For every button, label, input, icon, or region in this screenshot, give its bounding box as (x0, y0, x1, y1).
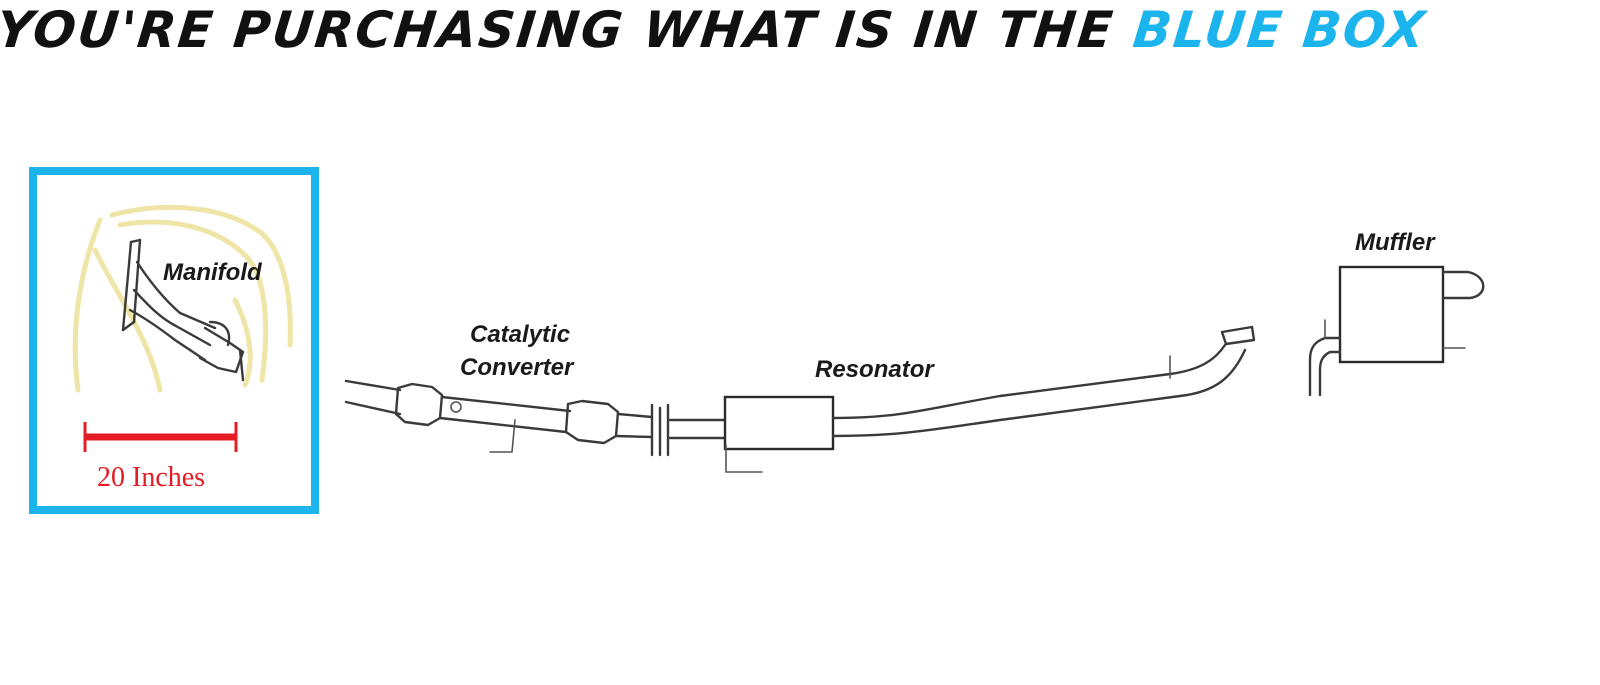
manifold-part (121, 238, 245, 382)
resonator-label: Resonator (815, 356, 935, 383)
catalytic-converter-label-line2: Converter (460, 354, 575, 381)
catalytic-converter-label-line1: Catalytic (470, 321, 570, 348)
dimension-label: 20 Inches (97, 462, 205, 493)
horse-watermark (72, 204, 293, 393)
muffler-label: Muffler (1355, 229, 1436, 256)
manifold-label: Manifold (163, 259, 263, 286)
dimension-line (83, 422, 238, 452)
blue-selection-box (29, 167, 319, 514)
catalytic-converter-part (344, 379, 662, 457)
resonator-part (666, 325, 1256, 473)
muffler-part (1308, 265, 1485, 397)
